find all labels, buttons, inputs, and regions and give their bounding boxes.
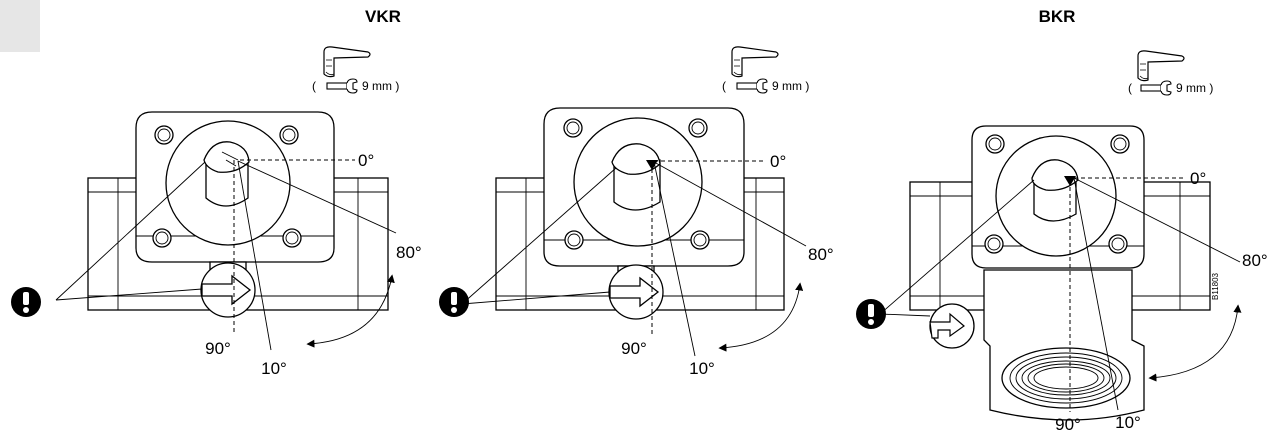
actuator-lever-icon [323,46,371,78]
valve-vkr-left: ( 9 mm ) 0° 80° 90° 10° [11,46,422,378]
wrench-paren-open: ( [1128,81,1132,95]
wrench-icon [326,78,358,94]
rotation-arrow-icon [1148,304,1242,382]
corner-tab [0,0,40,52]
warning-exclamation-icon [856,299,886,329]
wrench-icon [1140,80,1172,96]
angle-10: 10° [261,359,287,378]
rotation-arrow-icon [306,274,395,348]
angle-90: 90° [621,339,647,358]
wrench-paren-open: ( [722,79,726,93]
wrench-paren-open: ( [312,79,316,93]
angle-80: 80° [396,243,422,262]
wrench-size: 9 mm ) [362,79,399,93]
rotation-arrow-icon [718,282,804,352]
wrench-icon [736,78,768,94]
angle-0: 0° [358,151,374,170]
flow-arrow-icon [929,312,965,339]
angle-10: 10° [1115,413,1141,432]
angle-0: 0° [1190,169,1206,188]
warning-exclamation-icon [11,287,41,317]
warning-exclamation-icon [439,287,469,317]
flow-arrow-icon [201,274,252,306]
wrench-size: 9 mm ) [772,79,809,93]
title-vkr: VKR [365,7,401,26]
angle-80: 80° [1242,251,1268,270]
drawing-code: B11803 [1211,272,1220,300]
wrench-size: 9 mm ) [1176,81,1213,95]
angle-90: 90° [1055,415,1081,434]
angle-80: 80° [808,245,834,264]
actuator-lever-icon [731,46,779,78]
angle-0: 0° [770,152,786,171]
valve-vkr-right: ( 9 mm ) 0° 80° 90° 10° [439,46,834,378]
flow-arrow-icon [609,276,660,308]
angle-90: 90° [205,339,231,358]
title-bkr: BKR [1039,7,1076,26]
valve-bkr: ( 9 mm ) 0° 80° 90° 10° B11803 [856,50,1268,434]
actuator-lever-icon [1137,50,1185,82]
angle-10: 10° [689,359,715,378]
